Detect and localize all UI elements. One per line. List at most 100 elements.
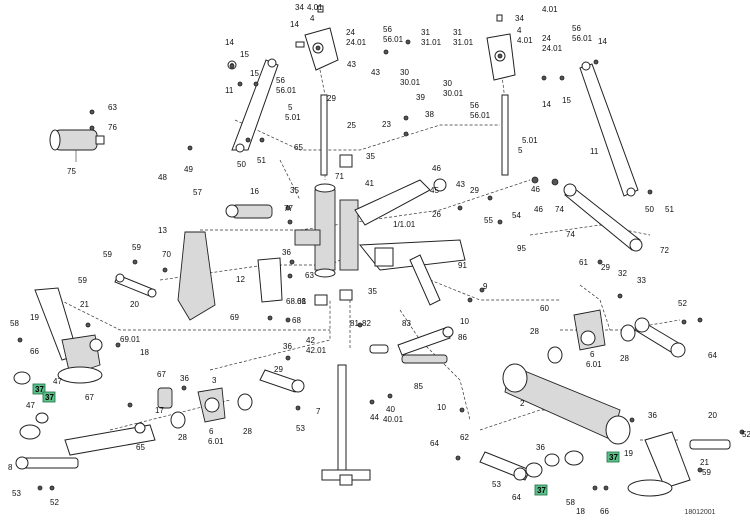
part-label: 47 <box>26 401 35 410</box>
part-label: 5 <box>288 103 293 112</box>
part-label: 67 <box>157 370 166 379</box>
part-label: 31 <box>421 28 430 37</box>
part-label: 16 <box>250 187 259 196</box>
part-label: 46 <box>432 164 441 173</box>
part-label: 77 <box>284 204 293 213</box>
support-foot <box>339 474 353 486</box>
highlighted-part-label: 37 <box>606 451 620 463</box>
part-label: 35 <box>290 186 299 195</box>
part-label: 11 <box>225 86 234 95</box>
highlight-label-text: 37 <box>537 486 546 495</box>
part-label: 83 <box>402 319 411 328</box>
part-label: 57 <box>193 188 202 197</box>
part-label: 53 <box>296 424 305 433</box>
part-label: 1/1.01 <box>393 220 416 229</box>
part-label: 69 <box>230 313 239 322</box>
lower-right-arm-2 <box>502 363 631 445</box>
part-label: 63 <box>108 103 117 112</box>
part-label: 24 <box>542 34 551 43</box>
bracket-12 <box>257 257 283 303</box>
part-label: 56.01 <box>276 86 297 95</box>
part-label: 67 <box>85 393 94 402</box>
highlight-box <box>42 391 56 403</box>
part-label: 51 <box>257 156 266 165</box>
part-label: 36 <box>648 411 657 420</box>
part-label: 3 <box>212 376 217 385</box>
part-label: 43 <box>347 60 356 69</box>
part-label: 64 <box>512 493 521 502</box>
part-label: 14 <box>290 20 299 29</box>
part-label: 42.01 <box>306 346 327 355</box>
part-label: 68 <box>292 316 301 325</box>
part-label: 66 <box>600 507 609 516</box>
part-label: 48 <box>158 173 167 182</box>
part-label: 41 <box>365 179 374 188</box>
part-label: 56.01 <box>470 111 491 120</box>
part-label: 19 <box>30 313 39 322</box>
part-label: 36 <box>283 342 292 351</box>
pivot-6-left <box>157 387 253 429</box>
part-label: 33 <box>637 276 646 285</box>
part-label: 60 <box>540 304 549 313</box>
part-label: 52 <box>678 299 687 308</box>
part-label: 4.01 <box>542 5 558 14</box>
highlight-box <box>606 451 620 463</box>
part-label: 23 <box>382 120 391 129</box>
lift-arm-right <box>579 61 639 197</box>
lower-left-arm <box>15 422 156 470</box>
part-label: 74 <box>566 230 575 239</box>
part-label: 8 <box>8 463 13 472</box>
part-16 <box>225 204 273 219</box>
part-label: 28 <box>620 354 629 363</box>
part-label: 65 <box>136 443 145 452</box>
part-label: 13 <box>158 226 167 235</box>
part-label: 31 <box>453 28 462 37</box>
part-label: 61 <box>579 258 588 267</box>
part-label: 36 <box>180 374 189 383</box>
part-label: 7 <box>316 407 321 416</box>
part-label: 66 <box>30 347 39 356</box>
highlight-box <box>534 484 548 496</box>
part-label: 59 <box>103 250 112 259</box>
part-label: 15 <box>562 96 571 105</box>
part-label: 21 <box>80 300 89 309</box>
link-3 <box>259 369 305 393</box>
part-label: 20 <box>708 411 717 420</box>
part-label: 21 <box>700 458 709 467</box>
part-label: 59 <box>132 243 141 252</box>
part-label: 34 <box>295 3 304 12</box>
part-label: 51 <box>665 205 674 214</box>
part-label: 10 <box>460 317 469 326</box>
part-label: 28 <box>178 433 187 442</box>
part-label: 46 <box>534 205 543 214</box>
part-label: 28 <box>243 427 252 436</box>
part-label: 38 <box>425 110 434 119</box>
highlight-label-text: 37 <box>35 385 44 394</box>
pivot-6-right <box>547 309 636 364</box>
drawing-number: 18012001 <box>684 509 715 516</box>
part-label: 4.01 <box>307 3 323 12</box>
part-label: 35 <box>366 152 375 161</box>
part-label: 86 <box>458 333 467 342</box>
part-label: 30.01 <box>400 78 421 87</box>
part-label: 24 <box>346 28 355 37</box>
part-label: 25 <box>347 121 356 130</box>
part-label: 14 <box>225 38 234 47</box>
part-label: 50 <box>645 205 654 214</box>
part-label: 26 <box>432 210 441 219</box>
highlighted-part-label: 37 <box>534 484 548 496</box>
part-label: 58 <box>566 498 575 507</box>
part-label: 5 <box>518 146 523 155</box>
part-label: 24.01 <box>542 44 563 53</box>
arm-72 <box>563 183 643 252</box>
part-label: 14 <box>542 100 551 109</box>
part-label: 40.01 <box>383 415 404 424</box>
part-label: 59 <box>702 468 711 477</box>
highlight-box <box>32 383 46 395</box>
part-label: 53 <box>492 480 501 489</box>
part-label: 76 <box>108 123 117 132</box>
assembly-81-86 <box>369 326 454 364</box>
part-label: 44 <box>370 413 379 422</box>
rods <box>320 94 509 481</box>
